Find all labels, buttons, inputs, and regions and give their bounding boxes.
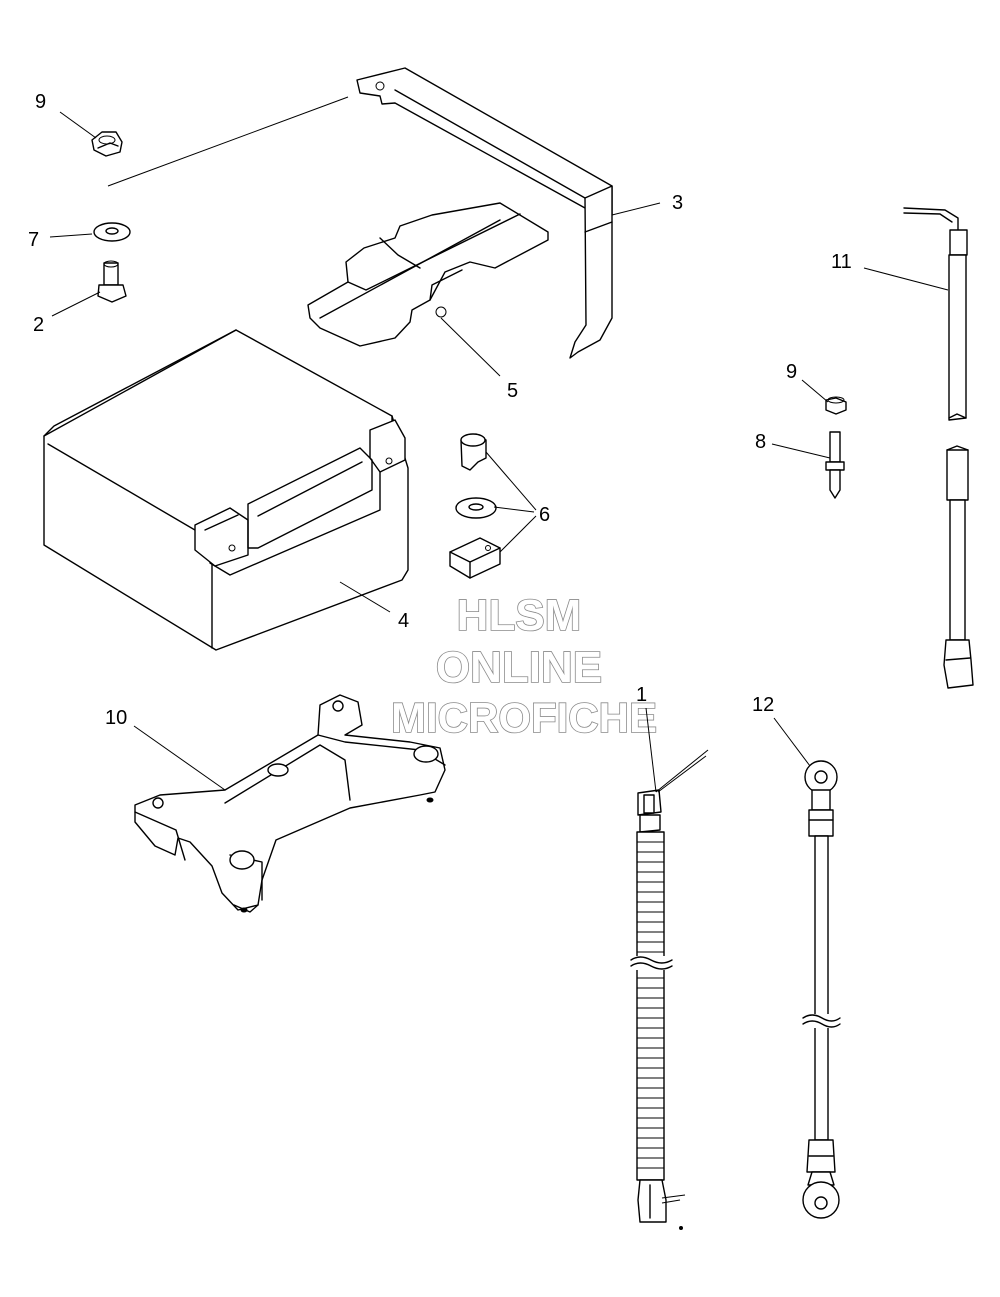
callout-numbers: 9 7 2 3 5 4 6 10 11 9 8 1 12	[28, 91, 852, 729]
battery-strap	[356, 67, 613, 359]
callout-11: 11	[831, 251, 852, 273]
callout-7: 7	[28, 229, 39, 251]
callout-5: 5	[507, 380, 518, 402]
watermark: HLSM ONLINE MICROFICHE	[390, 590, 658, 742]
callout-4: 4	[398, 610, 409, 632]
lock-washer	[93, 222, 131, 242]
callout-9-right: 9	[786, 361, 797, 383]
callout-2: 2	[33, 314, 44, 336]
callout-6: 6	[539, 504, 550, 526]
terminal-hardware	[449, 433, 501, 579]
callout-9-top-left: 9	[35, 91, 46, 113]
stud	[825, 431, 845, 499]
flange-nut-top-left	[91, 131, 123, 157]
bolt	[97, 260, 127, 303]
flange-nut-right	[825, 396, 847, 415]
leader-lines	[49, 111, 949, 793]
leader-strap-hole	[107, 96, 349, 187]
battery	[43, 329, 409, 651]
positive-cable	[903, 207, 974, 689]
callout-10: 10	[105, 707, 127, 729]
callout-12: 12	[752, 694, 774, 716]
callout-8: 8	[755, 431, 766, 453]
watermark-line-1: HLSM	[457, 591, 582, 640]
callout-1: 1	[636, 684, 647, 706]
watermark-line-3: MICROFICHE	[391, 694, 657, 741]
battery-pad	[307, 202, 549, 347]
battery-tray	[134, 694, 446, 913]
ground-cable	[802, 760, 841, 1219]
watermark-line-2: ONLINE	[436, 643, 602, 692]
vent-tube	[630, 789, 686, 1230]
callout-3: 3	[672, 192, 683, 214]
